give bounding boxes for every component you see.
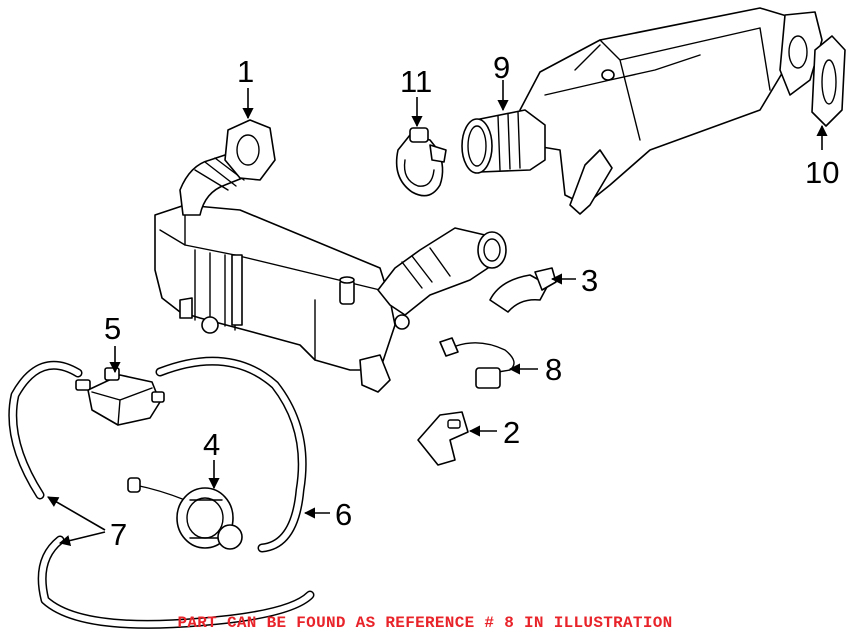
- callout-7: 7: [110, 517, 127, 552]
- callout-9: 9: [493, 50, 510, 85]
- callout-8: 8: [545, 352, 562, 387]
- callout-11: 11: [400, 64, 432, 99]
- gasket[interactable]: [811, 35, 846, 127]
- callout-5: 5: [104, 311, 121, 346]
- reference-note: PART CAN BE FOUND AS REFERENCE # 8 IN IL…: [177, 614, 673, 632]
- callout-4: 4: [203, 427, 220, 462]
- callout-10: 10: [805, 155, 839, 190]
- egr-cooler-assembly[interactable]: [154, 119, 507, 393]
- egr-cooler-tube[interactable]: [461, 7, 823, 215]
- callout-1: 1: [237, 54, 254, 89]
- vacuum-actuator[interactable]: [127, 477, 243, 550]
- leader-lines: [47, 80, 828, 547]
- pipe-clamp[interactable]: [489, 267, 557, 313]
- vacuum-hose-7[interactable]: [8, 360, 315, 629]
- solenoid-valve[interactable]: [75, 367, 165, 426]
- callout-2: 2: [503, 415, 520, 450]
- hose-clamp[interactable]: [395, 127, 447, 197]
- callout-3: 3: [581, 263, 598, 298]
- mounting-bracket[interactable]: [417, 411, 469, 466]
- vacuum-hose-6[interactable]: [155, 356, 307, 553]
- temperature-sensor[interactable]: [439, 337, 515, 389]
- callout-6: 6: [335, 497, 352, 532]
